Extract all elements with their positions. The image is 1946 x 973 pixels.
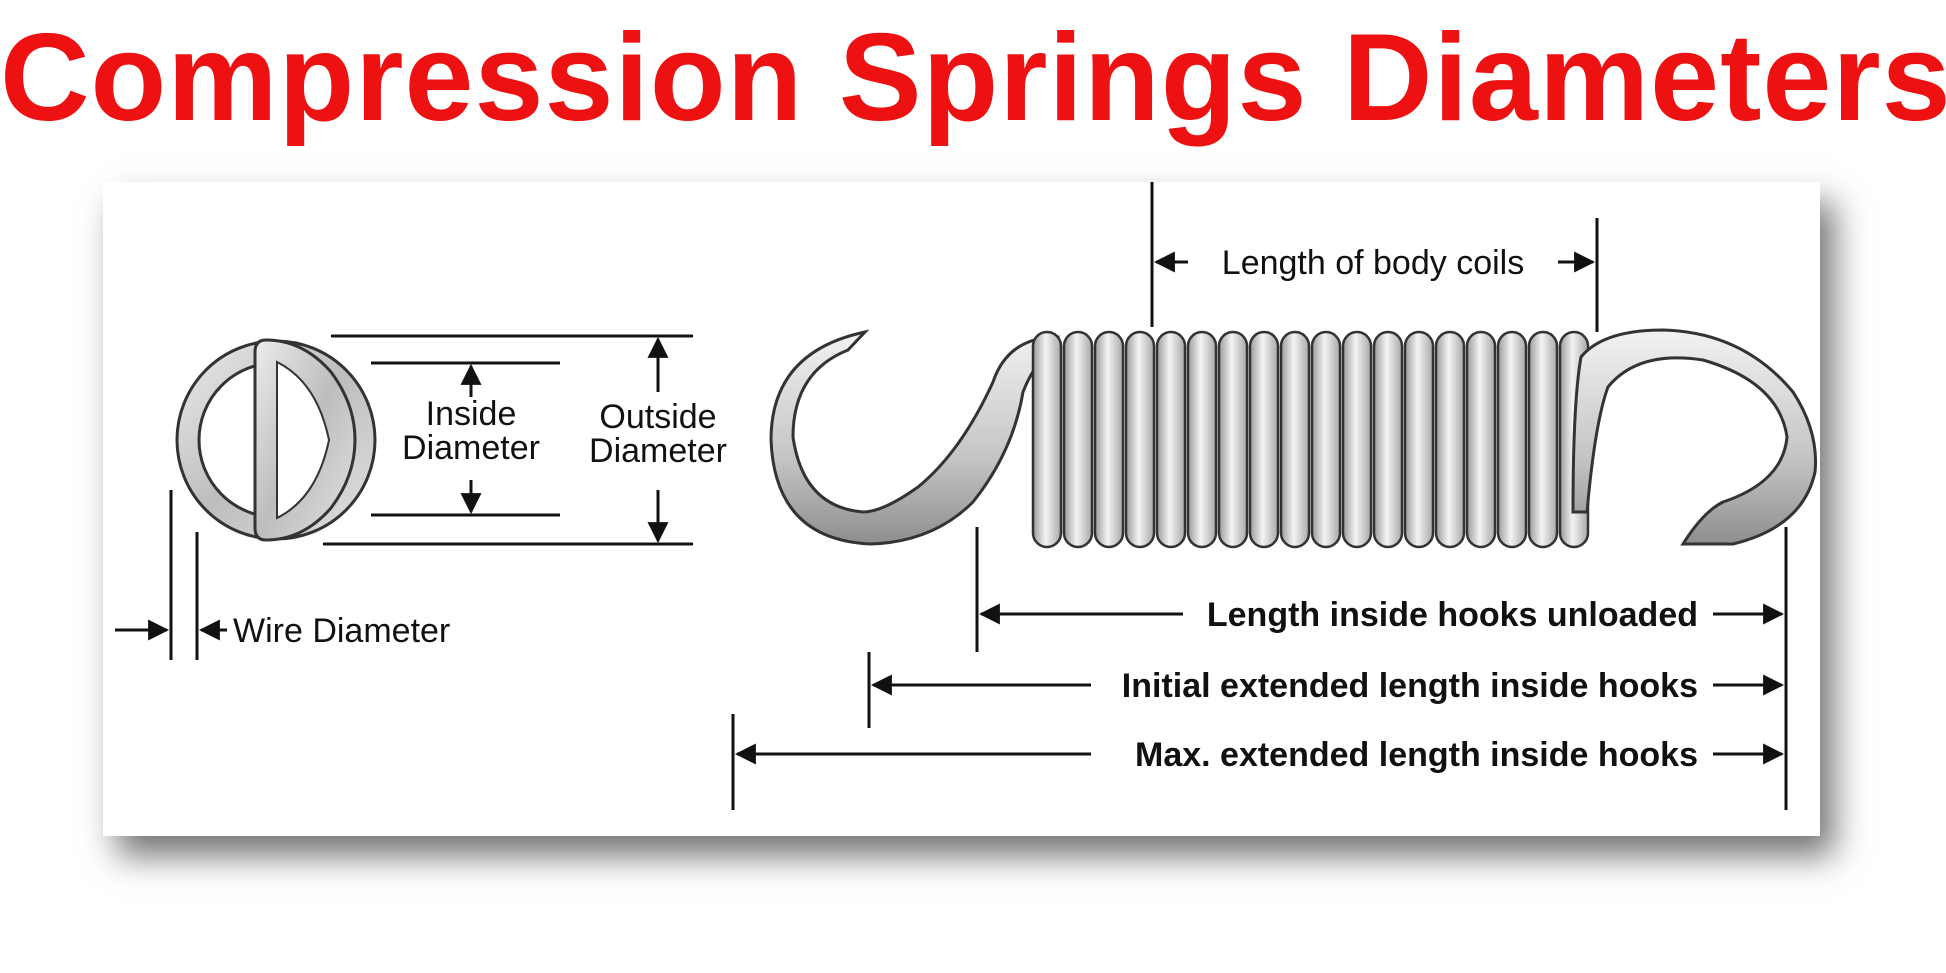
coil [1434,330,1466,549]
coil [1465,330,1497,549]
initial-extended-length-label: Initial extended length inside hooks [1122,667,1698,705]
coil [1310,330,1342,549]
coil [1527,330,1559,549]
coil [1124,330,1156,549]
coil [1496,330,1528,549]
coil [1341,330,1373,549]
coil [1093,330,1125,549]
wire-cross-section-inner [276,360,331,520]
outside-diameter-label-1: Outside [599,398,716,436]
page-title: Compression Springs Diameters [0,9,1946,147]
coil [1248,330,1280,549]
inside-diameter-label-1: Inside [426,395,517,433]
coil [1279,330,1311,549]
coil [1403,330,1435,549]
inside-diameter-label-2: Diameter [402,429,540,467]
right-hook [1571,328,1817,546]
wire-diameter-label: Wire Diameter [233,612,450,650]
spring-side-view: Length of body coils Length inside hooks… [731,182,1817,810]
coil [1062,330,1094,549]
length-body-coils-label: Length of body coils [1222,244,1524,282]
coil [1031,330,1063,549]
spring-end-view: Inside Diameter Outside Diameter Wire Di… [115,334,727,660]
outside-diameter-label-2: Diameter [589,432,727,470]
coil [1372,330,1404,549]
max-extended-length-label: Max. extended length inside hooks [1135,736,1698,774]
coil [1186,330,1218,549]
spring-diagram: Inside Diameter Outside Diameter Wire Di… [115,182,1817,810]
diagram-panel: Inside Diameter Outside Diameter Wire Di… [103,182,1820,836]
coil [1217,330,1249,549]
left-hook [769,329,1060,546]
body-coils [1031,330,1590,549]
length-inside-hooks-unloaded-label: Length inside hooks unloaded [1207,596,1698,634]
coil [1155,330,1187,549]
